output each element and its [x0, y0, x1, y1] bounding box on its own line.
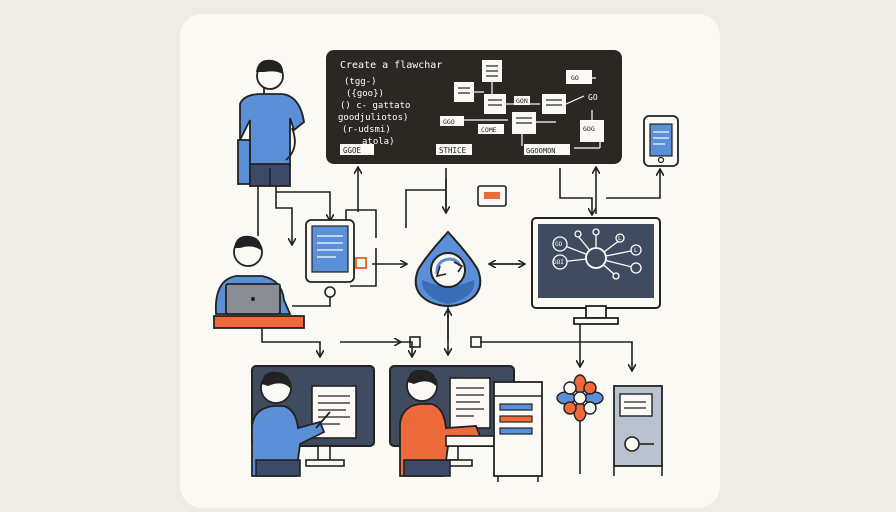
network-hub-node	[585, 247, 607, 269]
flow-label: GOG	[583, 125, 595, 133]
code-line: () c- gattato	[340, 101, 410, 111]
connector-node	[355, 257, 367, 269]
smartphone-icon	[643, 115, 679, 167]
board-footer-mid: STHICE	[439, 146, 467, 155]
flow-label: COME	[481, 126, 497, 134]
document-icon	[449, 377, 491, 429]
code-line: (tgg-)	[344, 77, 377, 87]
board-footer-left: GGOE	[343, 146, 362, 155]
connector-node	[409, 336, 421, 348]
server-tower-icon	[493, 381, 543, 482]
network-label: L	[618, 235, 622, 242]
board-footer-box	[436, 144, 472, 155]
sync-drop-icon	[414, 230, 482, 307]
flow-label: GO	[588, 93, 598, 102]
code-line: (r-udsmi)	[342, 125, 391, 135]
left-desk-person	[251, 365, 375, 477]
board-footer-box	[340, 144, 374, 155]
tablet-icon	[305, 219, 355, 298]
connector-lines	[257, 168, 660, 474]
flow-label: GON	[516, 97, 528, 105]
code-board: Create a flawchar (tgg-) ({goo}) () c- g…	[326, 50, 622, 164]
network-label: L	[634, 247, 638, 254]
board-footer-box	[524, 144, 570, 155]
code-line: goodjuliotos)	[338, 113, 408, 123]
code-line: ({goo})	[346, 89, 384, 99]
network-label: GOI	[553, 259, 564, 266]
connector-node	[470, 336, 482, 348]
board-title: Create a flawchar	[340, 60, 442, 71]
center-desk-person	[389, 365, 515, 477]
flower-icon	[556, 374, 604, 422]
terminal-device-icon	[613, 385, 663, 476]
code-line: atola)	[362, 137, 395, 147]
standing-person	[237, 59, 305, 187]
network-label: GO	[555, 241, 563, 248]
laptop-person	[213, 235, 305, 329]
orange-card-icon	[477, 185, 507, 207]
network-monitor: GO GOI L L	[531, 217, 661, 325]
flow-label: GO	[571, 74, 579, 82]
board-footer-right: GGOOMON	[526, 147, 556, 155]
flow-label: GGO	[443, 118, 455, 126]
